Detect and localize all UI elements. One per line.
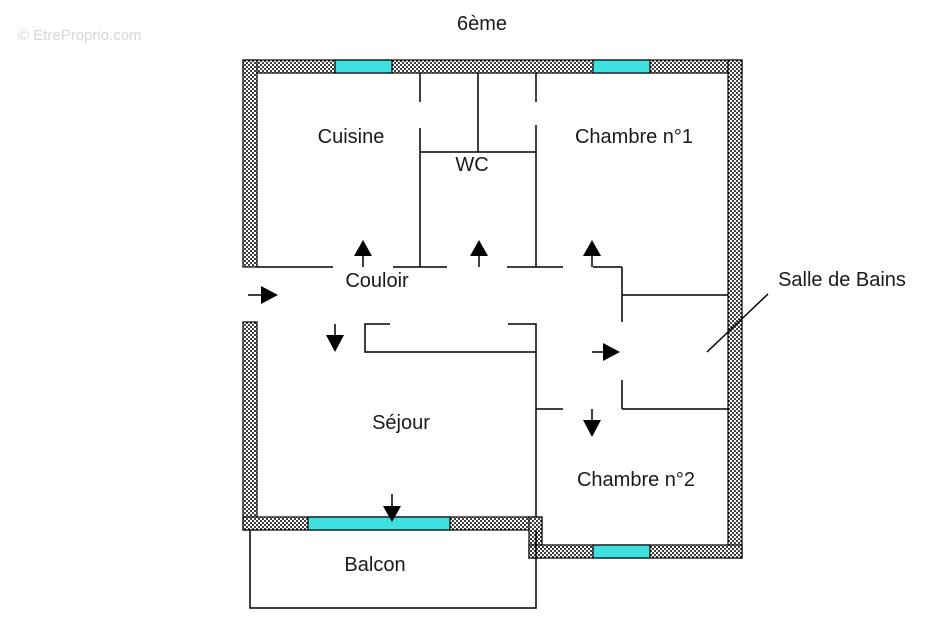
arrow-down-chambre2	[583, 420, 601, 437]
balcony-outline	[249, 530, 537, 609]
room-label-chambre1: Chambre n°1	[575, 126, 693, 148]
arrow-down-sejour	[326, 335, 344, 352]
window-sejour-balcon	[307, 516, 451, 531]
wall-right	[727, 59, 743, 559]
arrow-down-balcon	[383, 506, 401, 522]
room-label-chambre2: Chambre n°2	[577, 469, 695, 491]
room-label-wc: WC	[455, 154, 488, 176]
wall-top	[242, 59, 743, 74]
window-chambre2	[592, 544, 651, 559]
floor-label: 6ème	[457, 13, 507, 35]
watermark: © EtreProprio.com	[18, 27, 142, 44]
corridor-wall-bottom	[364, 323, 537, 353]
window-cuisine	[334, 59, 393, 74]
interior-partitions	[249, 73, 769, 609]
arrow-right-sdb	[603, 343, 620, 361]
room-label-balcon: Balcon	[344, 554, 405, 576]
sdb-leader-line	[706, 293, 769, 353]
door-arrows	[248, 240, 620, 522]
wall-left-lower	[242, 321, 258, 531]
arrow-up-wc	[470, 240, 488, 256]
wall-left-upper	[242, 59, 258, 268]
window-chambre1	[592, 59, 651, 74]
arrow-up-chambre1	[583, 240, 601, 256]
room-label-cuisine: Cuisine	[318, 126, 385, 148]
arrow-up-cuisine	[354, 240, 372, 256]
room-label-salle-de-bains: Salle de Bains	[778, 269, 906, 291]
arrow-right-entrance	[261, 286, 278, 304]
room-label-sejour: Séjour	[372, 412, 430, 434]
windows	[307, 59, 651, 559]
room-label-couloir: Couloir	[345, 270, 409, 292]
